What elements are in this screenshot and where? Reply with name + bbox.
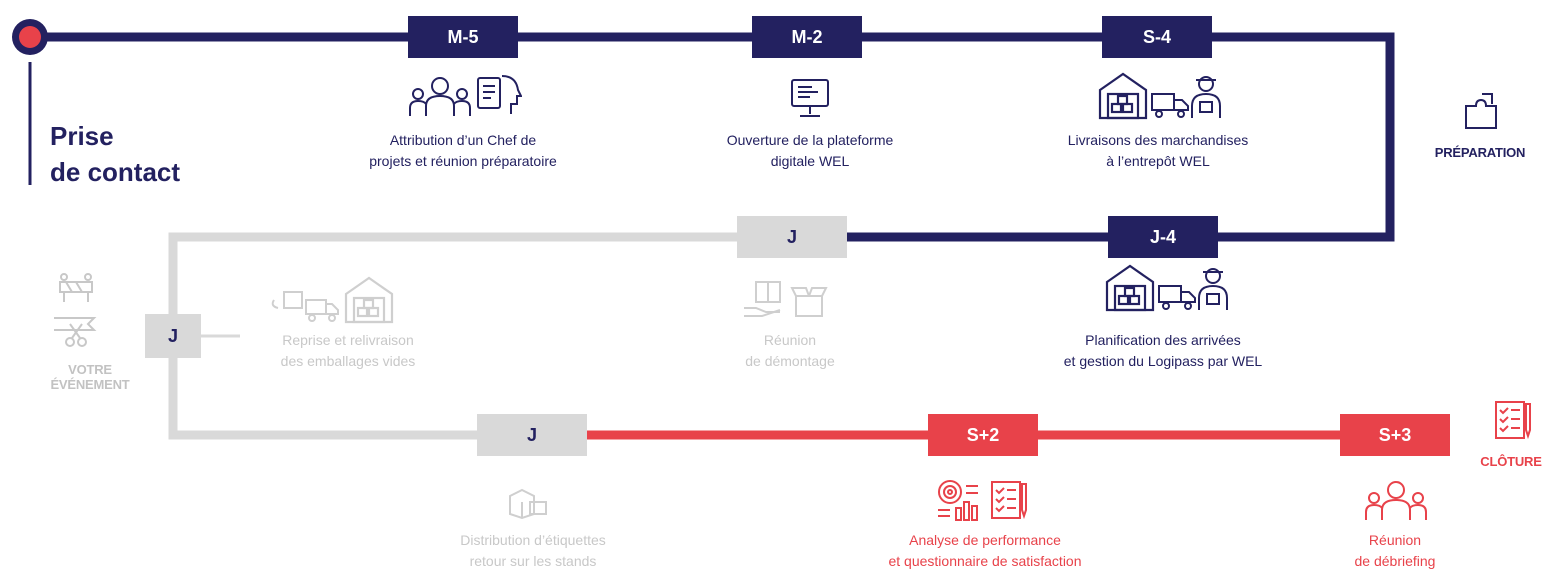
puzzle-icon <box>1465 93 1497 129</box>
start-dot-inner <box>19 26 41 48</box>
badge-m2: M-2 <box>752 16 862 58</box>
ribbon-scissors-icon <box>54 317 97 347</box>
badge-s3: S+3 <box>1340 414 1450 456</box>
badge-j-bottom: J <box>477 414 587 456</box>
checklist-icon <box>1495 401 1531 440</box>
box-hand-icon <box>744 281 781 317</box>
courier-icon <box>1198 268 1228 310</box>
badge-j4: J-4 <box>1108 216 1218 258</box>
title-line1: Prise <box>50 121 114 151</box>
badge-j-left: J <box>145 314 201 358</box>
parcel-label-icon <box>509 488 547 520</box>
warehouse-icon <box>1098 72 1148 120</box>
navy-route <box>30 32 1395 242</box>
truck-icon <box>1151 93 1189 118</box>
truck-icon <box>1158 285 1196 310</box>
team-icon <box>1365 481 1427 520</box>
team-icon <box>409 77 471 116</box>
phase-closing: CLÔTURE <box>1480 454 1542 469</box>
target-chart-icon <box>938 480 978 521</box>
courier-icon <box>1191 76 1221 118</box>
box-open-icon <box>790 287 828 317</box>
computer-icon <box>791 79 829 117</box>
phase-preparation: PRÉPARATION <box>1434 145 1526 160</box>
truck-icon <box>271 291 339 322</box>
document-head-icon <box>477 75 522 114</box>
badge-m5: M-5 <box>408 16 518 58</box>
badge-s2: S+2 <box>928 414 1038 456</box>
warehouse-icon <box>344 276 394 324</box>
page-title: Prise de contact <box>50 118 180 190</box>
title-line2: de contact <box>50 157 181 187</box>
badge-j-top: J <box>737 216 847 258</box>
warehouse-icon <box>1105 264 1155 312</box>
badge-s4: S-4 <box>1102 16 1212 58</box>
checklist-icon <box>991 481 1027 520</box>
barrier-icon <box>59 273 93 302</box>
